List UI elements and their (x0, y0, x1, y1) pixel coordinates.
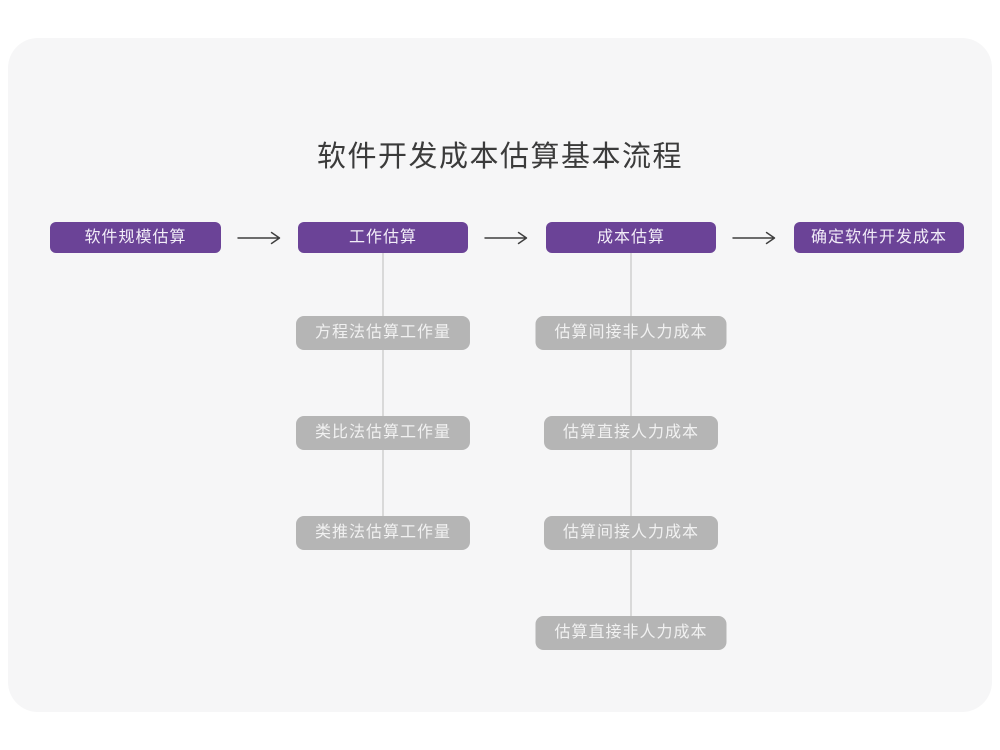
flow-node-software-scale-estimation: 软件规模估算 (50, 222, 221, 253)
sub-node-comparison-method: 类比法估算工作量 (295, 416, 471, 450)
diagram-title: 软件开发成本估算基本流程 (316, 141, 683, 173)
sub-node-equation-method: 方程法估算工作量 (295, 316, 471, 350)
flow-node-cost-estimation: 成本估算 (546, 222, 716, 253)
sub-node-direct-labor-cost: 估算直接人力成本 (543, 416, 719, 450)
flow-node-determine-dev-cost: 确定软件开发成本 (794, 222, 964, 253)
connector-line-work (382, 253, 384, 521)
arrow-right-icon (732, 231, 776, 245)
sub-node-direct-nonlabor-cost: 估算直接非人力成本 (535, 616, 727, 650)
flow-node-work-estimation: 工作估算 (298, 222, 468, 253)
sub-node-indirect-labor-cost: 估算间接人力成本 (543, 516, 719, 550)
sub-node-analogy-method: 类推法估算工作量 (295, 516, 471, 550)
arrow-right-icon (237, 231, 281, 245)
arrow-right-icon (484, 231, 528, 245)
diagram-canvas: 软件开发成本估算基本流程 软件规模估算 工作估算 成本估算 确定软件开发成本 方… (8, 38, 992, 712)
sub-node-indirect-nonlabor-cost: 估算间接非人力成本 (535, 316, 727, 350)
